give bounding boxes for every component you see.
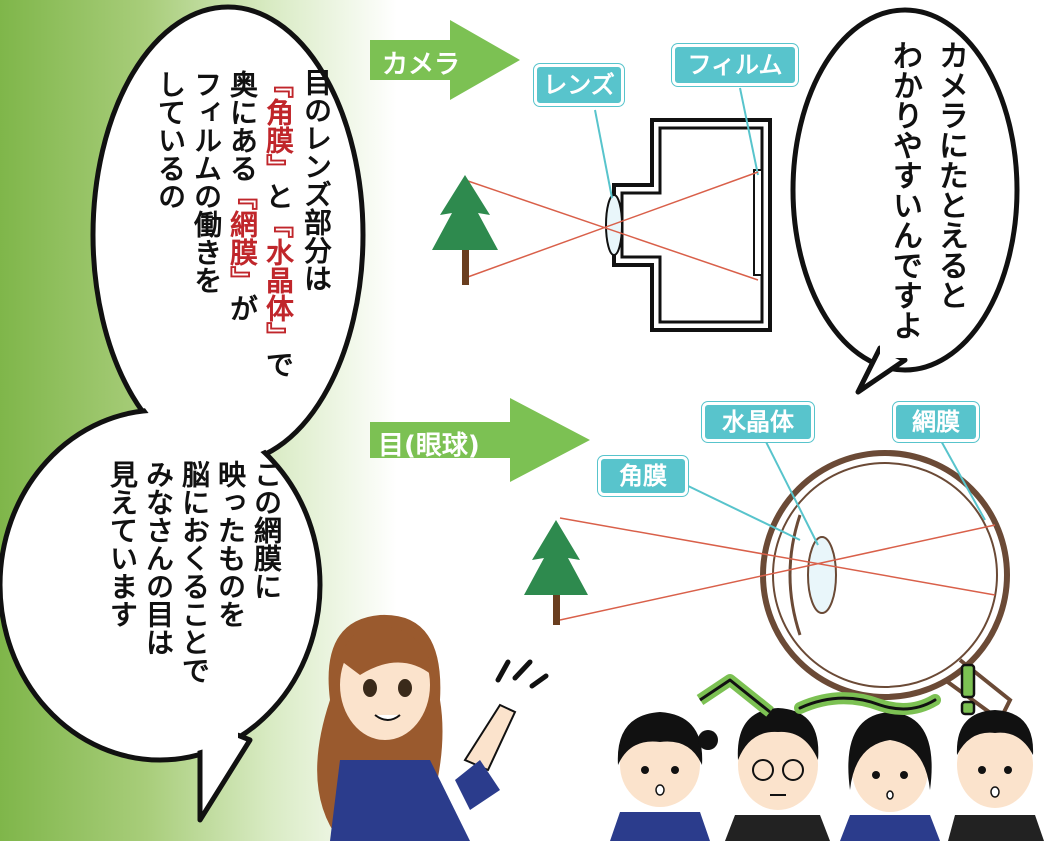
bubble-left-lower-line-3: 脳におくることで [178,460,211,684]
tree-camera [432,175,498,285]
bubble-left-upper-line-4: フィルムの働きを [190,70,223,294]
retina-term: 『網膜』 [226,182,259,294]
bubble-left-upper-line-3: 奥にある『網膜』が [226,70,259,322]
bubble-left-upper-line-5: しているの [154,70,187,210]
eye-arrow-label: 目(眼球) [378,431,480,461]
bubble-left-upper-line-2: 『角膜』と『水晶体』で [262,70,295,378]
bubble-top-right-line-2: わかりやすいんですよ [887,40,922,340]
student-2 [725,708,830,841]
camera-arrow [370,20,520,100]
crystalline-lens-term: 『水晶体』 [262,210,295,350]
teacher-character [317,614,549,841]
bubble-left-upper-line-1: 目のレンズ部分は [300,68,333,292]
bubble-top-right-line-1: カメラにたとえると [933,40,968,310]
tree-eye [524,520,588,625]
film-label: フィルム [672,44,798,86]
camera-diagram [464,87,772,332]
speech-bubble-left [0,4,366,823]
lens-label: レンズ [534,64,624,106]
camera-arrow-label: カメラ [382,50,461,80]
retina-label: 網膜 [893,402,979,442]
cornea-term: 『角膜』 [262,70,295,182]
student-1 [610,712,718,841]
bubble-left-lower-line-4: みなさんの目は [142,460,175,656]
bubble-left-lower-line-5: 見えています [106,460,139,628]
bubble-left-lower-line-1: この網膜に [250,460,283,600]
student-3 [840,712,940,841]
crystalline-lens-label: 水晶体 [702,402,814,442]
eye-diagram [559,429,1013,724]
sfx-surprise [696,663,976,717]
speech-bubble-top-right [790,7,1020,395]
bubble-left-lower-line-2: 映ったものを [214,460,247,628]
eye-arrow [370,398,590,482]
student-4 [948,710,1044,841]
cornea-label: 角膜 [598,456,688,496]
